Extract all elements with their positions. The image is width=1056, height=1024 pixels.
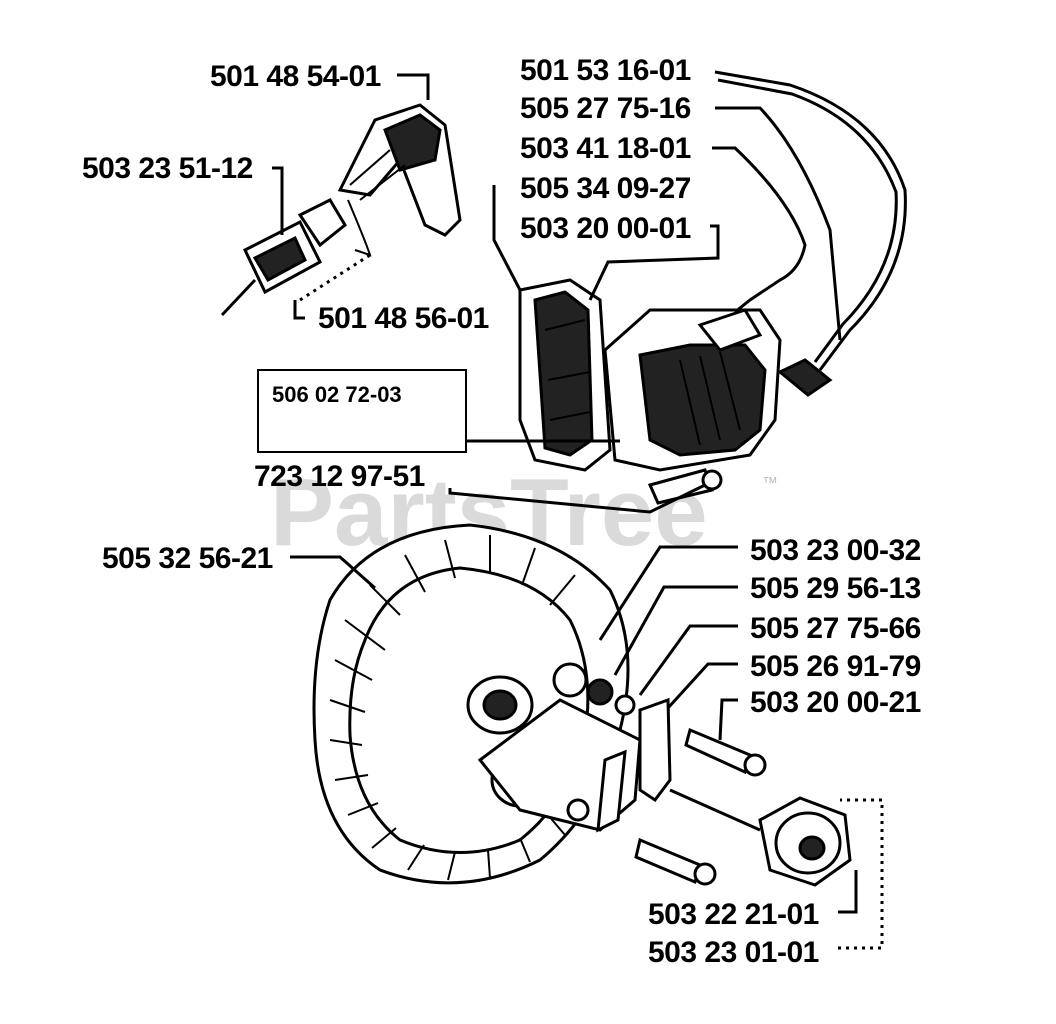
part-number-wire[interactable]: 501 53 16-01 xyxy=(520,54,691,87)
plug-spring xyxy=(347,199,372,257)
part-number-coil-module[interactable]: 506 02 72-03 xyxy=(272,382,402,407)
lead-pawl xyxy=(598,545,738,641)
part-number-washer-coil[interactable]: 503 20 00-01 xyxy=(520,212,691,245)
part-number-screw-coil[interactable]: 505 34 09-27 xyxy=(520,172,691,205)
lead-screw xyxy=(718,698,738,741)
part-number-starter-cup[interactable]: 503 23 01-01 xyxy=(648,936,819,969)
flywheel xyxy=(312,523,630,885)
lead-flywheel xyxy=(290,555,376,590)
part-number-screw[interactable]: 503 20 00-21 xyxy=(750,686,921,719)
lead-nut xyxy=(838,870,858,914)
coil-bracket xyxy=(518,278,612,472)
ignition-lead-wire xyxy=(714,70,907,397)
part-number-terminal[interactable]: 505 27 75-16 xyxy=(520,92,691,125)
spark-plug-boot xyxy=(337,103,462,237)
part-number-pawl[interactable]: 503 23 00-32 xyxy=(750,534,921,567)
lead-boot xyxy=(397,73,430,100)
part-number-boot[interactable]: 501 48 54-01 xyxy=(210,60,381,93)
starter-pawl xyxy=(477,662,672,833)
part-number-plug[interactable]: 503 23 51-12 xyxy=(82,152,253,185)
part-number-spring[interactable]: 501 48 56-01 xyxy=(318,302,489,335)
spark-plug xyxy=(220,198,347,317)
ignition-coil xyxy=(603,308,782,472)
lead-pawl-pin xyxy=(666,662,738,710)
coil-module-box[interactable] xyxy=(257,369,467,453)
lead-screw-coil xyxy=(492,185,522,291)
lead-clip xyxy=(712,146,807,314)
part-number-flywheel[interactable]: 505 32 56-21 xyxy=(102,542,273,575)
part-number-pawl-spring[interactable]: 505 29 56-13 xyxy=(750,572,921,605)
lead-washer-coil xyxy=(588,224,720,301)
lead-bolt-coil xyxy=(448,483,706,514)
part-number-pawl-pin[interactable]: 505 26 91-79 xyxy=(750,650,921,683)
part-number-clip[interactable]: 503 41 18-01 xyxy=(520,132,691,165)
part-number-nut[interactable]: 503 22 21-01 xyxy=(648,898,819,931)
lead-pawl-spring xyxy=(613,585,738,676)
lead-plug xyxy=(272,166,284,235)
lead-washer xyxy=(638,624,738,696)
part-number-washer[interactable]: 505 27 75-66 xyxy=(750,612,921,645)
starter-cup-nut xyxy=(758,796,852,887)
watermark-trademark: ™ xyxy=(762,475,778,492)
lead-terminal xyxy=(715,106,842,341)
pawl-screws xyxy=(634,727,767,886)
part-number-bolt-coil[interactable]: 723 12 97-51 xyxy=(254,460,425,493)
lead-spring xyxy=(293,300,305,320)
coil-bolt xyxy=(647,468,723,505)
